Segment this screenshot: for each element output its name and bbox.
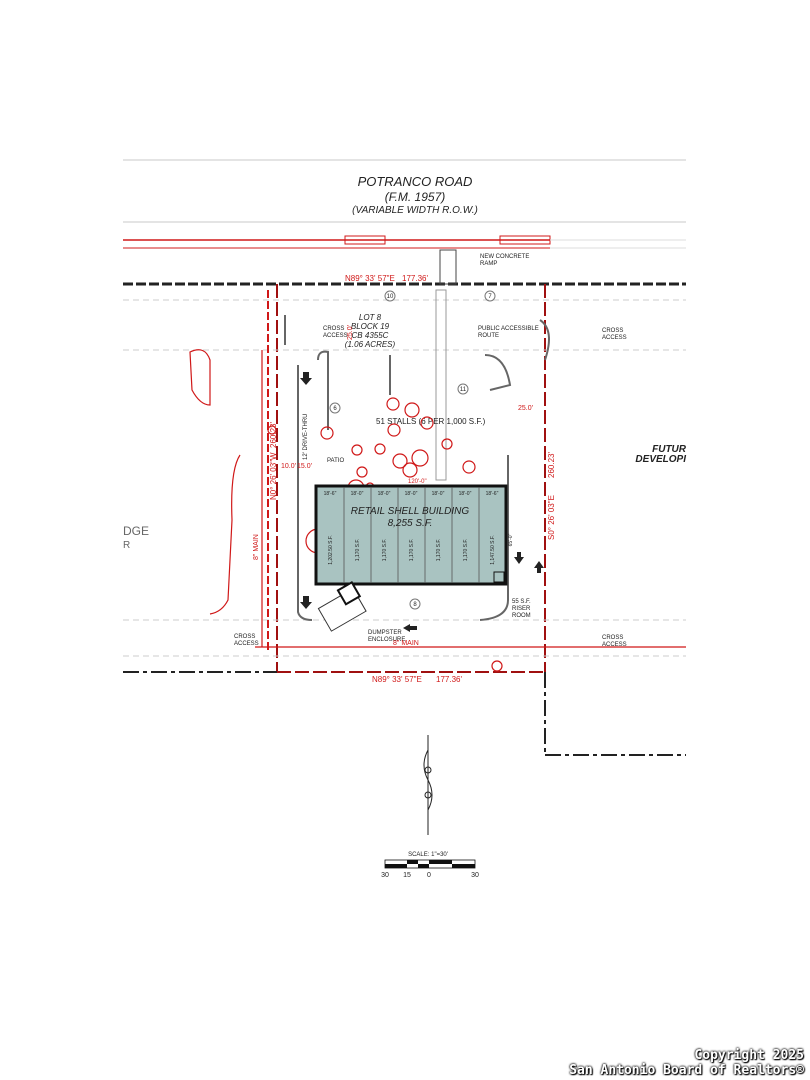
north-length: 177.36'	[402, 274, 428, 283]
water-main	[189, 290, 686, 650]
bay-widths: 18'-6" 18'-0" 18'-0" 18'-0" 18'-0" 18'-0…	[324, 491, 499, 497]
building-depth: 65'-0"	[508, 533, 514, 546]
scale-bar: SCALE: 1"=30' 30 15 0 30	[381, 852, 479, 879]
main-label: 8" MAIN	[393, 640, 419, 647]
riser-label: ROOM	[512, 613, 531, 619]
svg-text:1,170 S.F.: 1,170 S.F.	[409, 539, 415, 562]
future-development-label: FUTUR	[652, 444, 687, 455]
ramp	[439, 249, 457, 285]
cross-access-label: CROSS	[323, 326, 344, 332]
dim-15: 15.0'	[297, 463, 312, 470]
east-bearing: S0° 26' 03"E	[547, 495, 556, 540]
building-length: 120'-0"	[408, 479, 427, 485]
svg-text:18'-0": 18'-0"	[459, 491, 472, 497]
public-route-label: PUBLIC ACCESSIBLE	[478, 326, 539, 332]
svg-text:30: 30	[471, 872, 479, 879]
lot-number: LOT 8	[359, 313, 382, 322]
building-area: 8,255 S.F.	[388, 518, 433, 529]
patio-label: PATIO	[327, 458, 344, 464]
road-fm: (F.M. 1957)	[385, 190, 445, 204]
lot-acres: (1.06 ACRES)	[345, 340, 396, 349]
road-row: (VARIABLE WIDTH R.O.W.)	[352, 205, 478, 216]
parking-stalls	[123, 299, 686, 657]
public-route-label: ROUTE	[478, 333, 499, 339]
svg-text:18'-6": 18'-6"	[486, 491, 499, 497]
svg-text:18'-0": 18'-0"	[378, 491, 391, 497]
svg-text:10: 10	[387, 294, 394, 300]
svg-text:SCALE: 1"=30': SCALE: 1"=30'	[408, 852, 448, 858]
future-development-label: DEVELOPI	[635, 454, 686, 465]
road-name: POTRANCO ROAD	[358, 174, 473, 189]
east-length: 260.23'	[547, 452, 556, 478]
west-bearing: N0° 26' 03"W	[269, 452, 278, 500]
riser-label: RISER	[512, 606, 531, 612]
svg-text:15: 15	[403, 872, 411, 879]
ramp-label: RAMP	[480, 261, 497, 267]
cross-access-label: ACCESS	[323, 333, 348, 339]
svg-text:1,170 S.F.: 1,170 S.F.	[355, 539, 361, 562]
dumpster-enclosure	[317, 581, 367, 632]
main-label: 8" MAIN	[253, 534, 260, 560]
svg-text:6: 6	[333, 406, 337, 412]
dim-25: 25.0'	[347, 325, 354, 340]
public-route-path	[435, 289, 447, 481]
dim-25: 25.0'	[518, 405, 533, 412]
adjacent-label: R	[123, 540, 130, 551]
bay-areas: 1,202.50 S.F. 1,170 S.F. 1,170 S.F. 1,17…	[328, 535, 496, 564]
copyright-line: San Antonio Board of Realtors®	[569, 1063, 804, 1078]
svg-text:18'-0": 18'-0"	[351, 491, 364, 497]
dim-10: 10.0'	[281, 463, 296, 470]
cross-access-label: ACCESS	[234, 641, 259, 647]
riser-label: 55 S.F.	[512, 599, 531, 605]
svg-text:1,170 S.F.: 1,170 S.F.	[436, 539, 442, 562]
lot-boundary	[276, 284, 546, 673]
north-arrow-icon	[423, 735, 433, 835]
svg-text:0: 0	[427, 872, 431, 879]
svg-text:1,170 S.F.: 1,170 S.F.	[382, 539, 388, 562]
svg-text:18'-0": 18'-0"	[432, 491, 445, 497]
row-utility-lines	[123, 235, 686, 249]
cross-access-label: ACCESS	[602, 335, 627, 341]
cb-number: CB 4355C	[352, 331, 389, 340]
block-number: BLOCK 19	[351, 322, 390, 331]
svg-text:18'-6": 18'-6"	[324, 491, 337, 497]
traffic-arrows	[300, 372, 544, 632]
cross-access-label: CROSS	[234, 634, 255, 640]
ramp-label: NEW CONCRETE	[480, 254, 529, 260]
dumpster-label: DUMPSTER	[368, 630, 402, 636]
north-bearing: N89° 33' 57"E	[345, 274, 395, 283]
copyright-line: Copyright 2025	[694, 1048, 804, 1063]
cross-access-label: CROSS	[602, 328, 623, 334]
building-name: RETAIL SHELL BUILDING	[351, 506, 470, 517]
stall-count-markers: 10 7 11 6 8	[329, 290, 496, 610]
drive-thru-label: 12' DRIVE-THRU	[303, 414, 309, 461]
svg-text:8: 8	[413, 602, 417, 608]
adjacent-label: DGE	[123, 524, 149, 538]
south-bearing: N89° 33' 57"E	[372, 675, 422, 684]
dumpster-label: ENCLOSURE	[368, 637, 405, 643]
svg-text:7: 7	[488, 294, 492, 300]
retail-shell-building: RETAIL SHELL BUILDING 8,255 S.F. 18'-6" …	[314, 484, 514, 586]
svg-text:18'-0": 18'-0"	[405, 491, 418, 497]
svg-text:1,170 S.F.: 1,170 S.F.	[463, 539, 469, 562]
svg-text:30: 30	[381, 872, 389, 879]
svg-text:1,147.50 S.F.: 1,147.50 S.F.	[490, 535, 496, 564]
cross-access-label: CROSS	[602, 635, 623, 641]
copyright-watermark: Copyright 2025 San Antonio Board of Real…	[569, 1048, 804, 1078]
svg-text:11: 11	[460, 387, 467, 393]
stall-count-label: 51 STALLS (6 PER 1,000 S.F.)	[376, 417, 486, 426]
south-length: 177.36'	[436, 675, 462, 684]
svg-text:1,202.50 S.F.: 1,202.50 S.F.	[328, 535, 334, 564]
curbs	[284, 315, 550, 621]
west-length: 260.23'	[269, 422, 278, 448]
cross-access-label: ACCESS	[602, 642, 627, 648]
